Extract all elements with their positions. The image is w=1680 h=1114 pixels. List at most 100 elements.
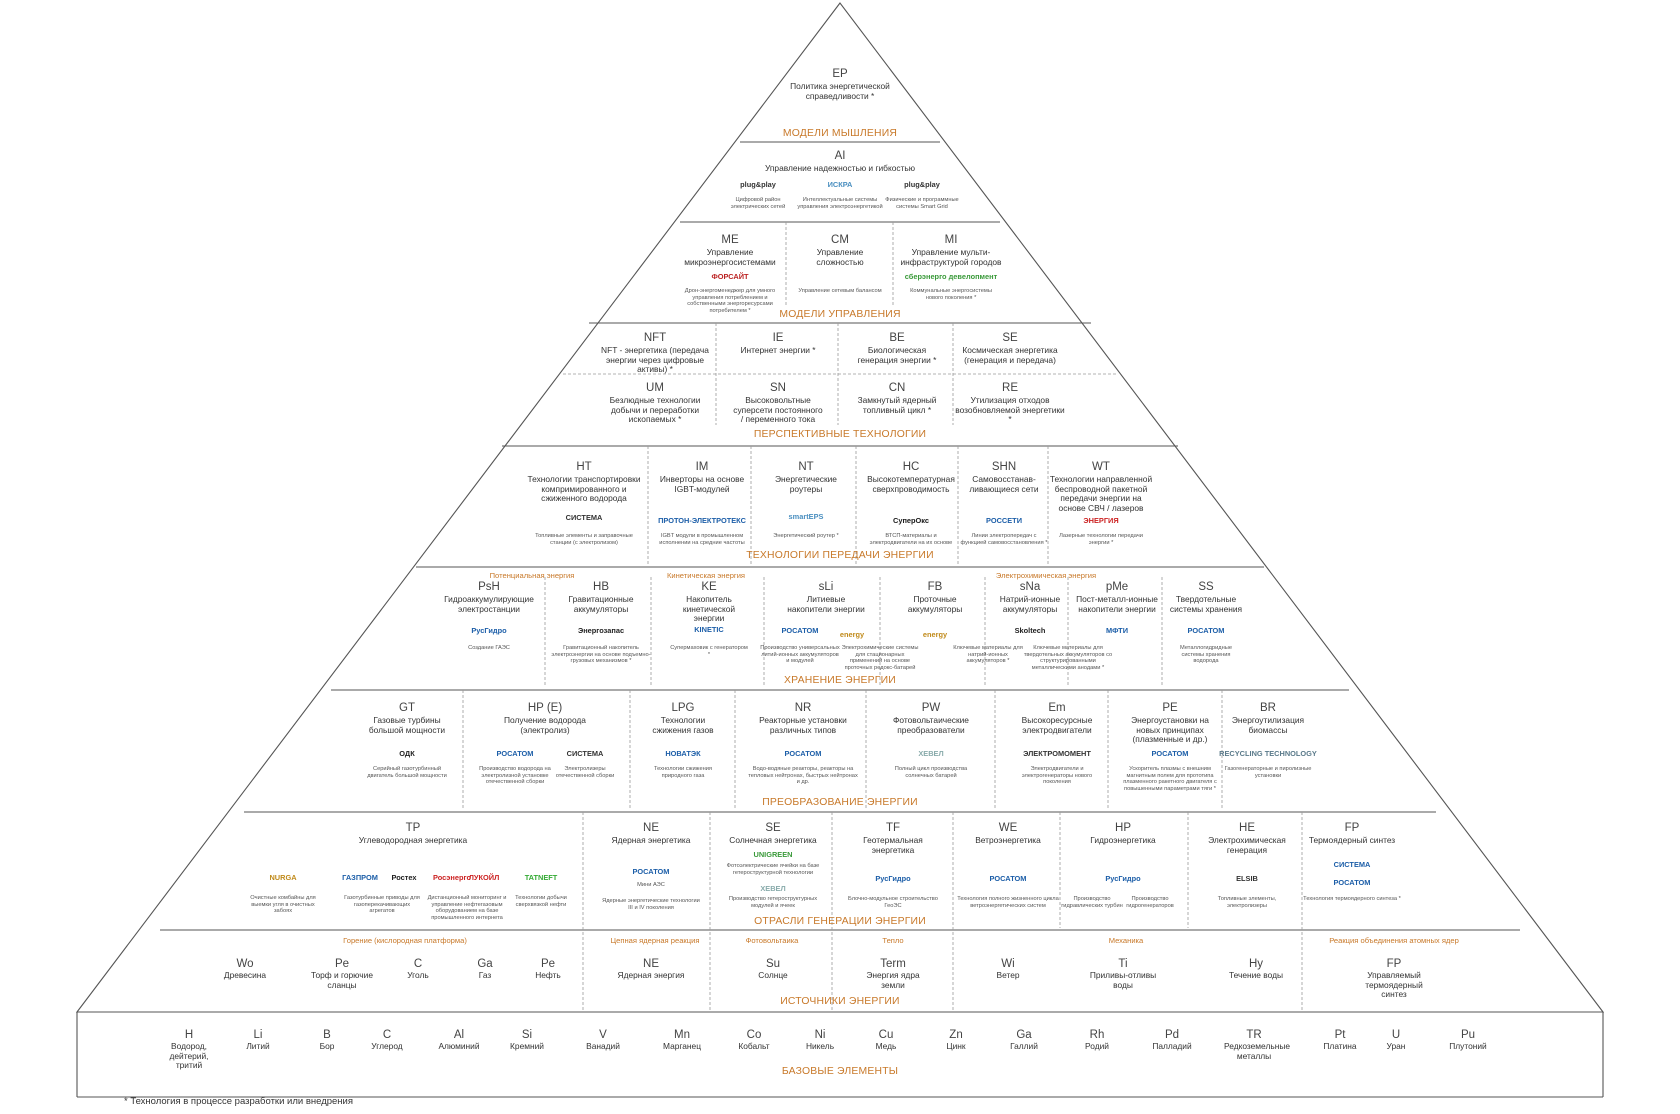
company-logo: РОССЕТИ	[985, 516, 1023, 525]
cell-name: Технологии направленной беспроводной пак…	[1049, 474, 1153, 513]
cell-name: Углеводородная энергетика	[358, 835, 468, 845]
source-name: Газ	[478, 970, 492, 980]
cell-code: CN	[888, 382, 906, 394]
technology-description: Блочно-модульное строительство ГеоЭС	[848, 896, 938, 909]
storage-group-label: Потенциальная энергия	[489, 571, 575, 580]
source-group-label: Реакция объединения атомных ядер	[1329, 936, 1459, 945]
technology-description: ВТСП-материалы и электродвигатели на их …	[869, 533, 953, 546]
company-logo: РОСАТОМ	[989, 874, 1027, 883]
source-name: Солнце	[758, 970, 788, 980]
cell-code: sLi	[818, 581, 834, 593]
company-logo: РОСАТОМ	[1333, 878, 1371, 887]
source-code: Term	[880, 958, 906, 970]
cell-name: Гравитационные аккумуляторы	[568, 594, 634, 614]
tier-label: МОДЕЛИ УПРАВЛЕНИЯ	[779, 309, 901, 320]
company-logo: energy	[922, 630, 948, 639]
element-code: Si	[521, 1029, 533, 1041]
cell-name: Гидроэнергетика	[1090, 835, 1156, 845]
cell-name: Политика энергетической справедливости *	[790, 81, 890, 101]
cell-name: Солнечная энергетика	[729, 835, 817, 845]
source-name: Энергия ядра земли	[866, 970, 920, 990]
cell-code: BR	[1260, 702, 1276, 714]
company-logo: Skoltech	[1014, 626, 1046, 635]
company-logo: РусГидро	[471, 626, 507, 635]
company-logo: ГАЗПРОМ	[342, 873, 378, 882]
cell-code: FP	[1344, 822, 1360, 834]
technology-description: Интеллектуальные системы управления элек…	[797, 197, 883, 210]
element-name: Бор	[319, 1041, 335, 1051]
company-logo: Энергозапас	[577, 626, 625, 635]
source-name: Нефть	[535, 970, 561, 980]
company-logo: МФТИ	[1105, 626, 1129, 635]
company-logo: Ростех	[391, 873, 417, 882]
technology-description: Супермаховик с генератором *	[670, 645, 748, 658]
element-code: Pd	[1164, 1029, 1180, 1041]
technology-description: Дистанционный мониторинг и управление не…	[427, 895, 507, 921]
cell-code: AI	[834, 150, 846, 162]
element-code: TR	[1246, 1029, 1262, 1041]
element-code: H	[184, 1029, 194, 1041]
cell-name: Фотовольтаические преобразователи	[893, 715, 969, 735]
source-group-label: Тепло	[882, 936, 904, 945]
element-name: Ванадий	[586, 1041, 620, 1051]
company-logo: ОДК	[399, 749, 415, 758]
element-code: Rh	[1089, 1029, 1105, 1041]
technology-description: Цифровой район электрических сетей	[730, 197, 786, 210]
technology-description: Ключевые материалы для твердотельных акк…	[1023, 645, 1113, 671]
cell-name: Ядерная энергетика	[611, 835, 691, 845]
cell-name: Твердотельные системы хранения	[1169, 594, 1243, 614]
cell-code: Em	[1048, 702, 1066, 714]
element-name: Платина	[1323, 1041, 1357, 1051]
cell-code: NE	[643, 822, 659, 834]
technology-description: Серийный газотурбинный двигатель большой…	[367, 766, 447, 779]
source-group-label: Механика	[1108, 936, 1144, 945]
cell-code: PE	[1162, 702, 1178, 714]
cell-name: Накопитель кинетической энергии	[682, 594, 736, 624]
company-logo: ЛУКОЙЛ	[468, 873, 500, 882]
cell-code: BE	[889, 332, 905, 344]
technology-description: Газотурбинные приводы для газоперекачива…	[344, 895, 420, 915]
element-code: Pt	[1334, 1029, 1346, 1041]
cell-code: WT	[1092, 461, 1110, 473]
company-logo: TATNEFT	[524, 873, 558, 882]
technology-description: Электролизеры отечественной сборки	[555, 766, 615, 779]
technology-description: Электрохимические системы для стационарн…	[841, 645, 919, 671]
cell-name: Газовые турбины большой мощности	[368, 715, 446, 735]
company-logo: СИСТЕМА	[566, 749, 604, 758]
source-name: Управляемый термоядерный синтез	[1365, 970, 1423, 1000]
cell-name: Проточные аккумуляторы	[907, 594, 963, 614]
company-logo: сберэнерго девелопмент	[904, 272, 998, 281]
element-code: U	[1391, 1029, 1401, 1041]
company-logo: smartEPS	[788, 512, 824, 521]
cell-name: Интернет энергии *	[740, 345, 816, 355]
technology-description: Металлогидридные системы хранения водоро…	[1180, 645, 1232, 665]
technology-description: Производство универсальных литий-ионных …	[760, 645, 840, 665]
element-name: Никель	[805, 1041, 835, 1051]
tier-label: ТЕХНОЛОГИИ ПЕРЕДАЧИ ЭНЕРГИИ	[746, 550, 934, 561]
cell-code: HP	[1115, 822, 1131, 834]
cell-name: Космическая энергетика (генерация и пере…	[962, 345, 1058, 365]
technology-description: Гравитационный накопитель электроэнергии…	[551, 645, 651, 665]
cell-code: ME	[721, 234, 739, 246]
company-logo: РОСАТОМ	[1151, 749, 1189, 758]
cell-name: Энергоустановки на новых принципах (плаз…	[1131, 715, 1209, 745]
cell-name: Гидроаккумулирующие электростанции	[444, 594, 534, 614]
source-group-label: Фотовольтаика	[745, 936, 799, 945]
cell-code: SE	[765, 822, 781, 834]
source-group-label: Цепная ядерная реакция	[610, 936, 700, 945]
tier-label: ПЕРСПЕКТИВНЫЕ ТЕХНОЛОГИИ	[753, 429, 927, 440]
cell-code: SE	[1002, 332, 1018, 344]
element-name: Галлий	[1010, 1041, 1038, 1051]
cell-code: HC	[902, 461, 920, 473]
tier-label: ИСТОЧНИКИ ЭНЕРГИИ	[780, 996, 900, 1007]
cell-name: Управление микроэнергосистемами	[684, 247, 776, 267]
technology-description: Топливные элементы и заправочные станции…	[535, 533, 633, 546]
technology-description: Мини АЭС	[637, 882, 665, 888]
source-name: Торф и горючие сланцы	[311, 970, 373, 990]
source-code: Wo	[236, 958, 254, 970]
tier-label: МОДЕЛИ МЫШЛЕНИЯ	[782, 128, 898, 139]
technology-description: Технология полного жизненного цикла ветр…	[957, 896, 1059, 909]
company-logo: СуперОкс	[893, 516, 929, 525]
cell-code: RE	[1002, 382, 1018, 394]
company-logo: РОСАТОМ	[496, 749, 534, 758]
